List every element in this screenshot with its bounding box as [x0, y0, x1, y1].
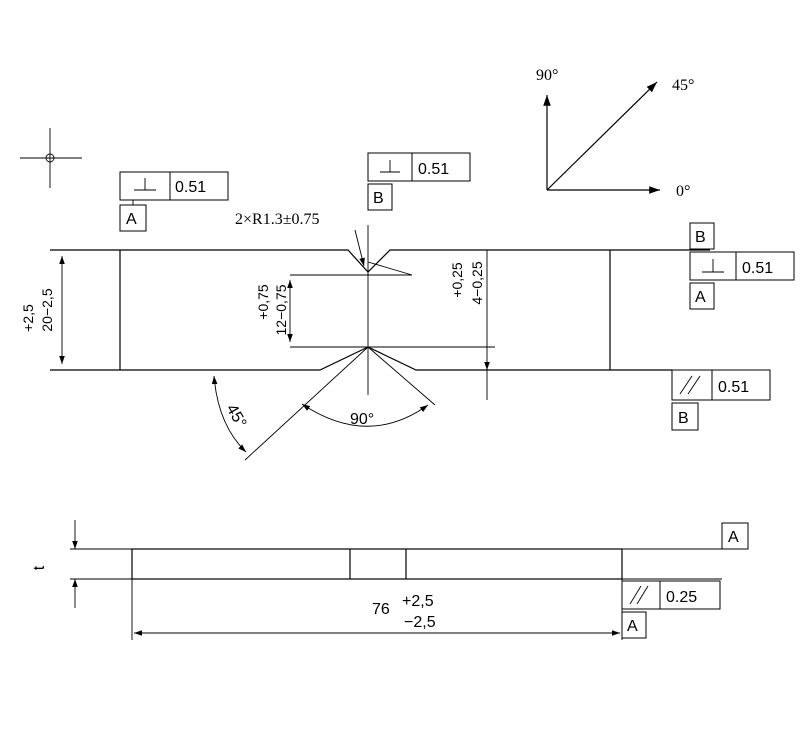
gdt-perp-b-notch: 0.51 B: [367, 152, 471, 211]
gdt-perp-a-top: 0.51 A: [119, 171, 229, 232]
label-90-deg: 90°: [536, 67, 558, 84]
gdt-parallel-b: 0.51 B: [671, 369, 771, 431]
perp-b-notch-tolerance: 0.51: [418, 161, 449, 178]
datum-a-side-label: A: [728, 529, 739, 546]
length-minus-label: −2,5: [404, 614, 436, 631]
notch-offset-base-label: 4−0,25: [469, 261, 485, 304]
crosshair-icon: [20, 128, 82, 188]
notch-offset-dimension: +0,25 4−0,25: [449, 250, 490, 400]
parallel-b-datum: B: [678, 410, 689, 427]
gdt-parallel-a: 0.25 A: [621, 580, 721, 639]
notch-offset-tol-label: +0,25: [449, 262, 465, 298]
parallel-a-tolerance: 0.25: [666, 589, 697, 606]
angle-90-label: 90°: [350, 411, 374, 428]
parallel-b-tolerance: 0.51: [718, 379, 749, 396]
perp-right-tolerance: 0.51: [742, 260, 773, 277]
angle-45-dimension: 45°: [211, 375, 250, 453]
label-0-deg: 0°: [676, 183, 690, 200]
perp-b-notch-datum: B: [373, 190, 384, 207]
notch-depth-tol-label: +0,75: [255, 284, 271, 320]
angle-90-dimension: 90°: [301, 403, 429, 428]
width-tol-label: +2,5: [20, 304, 36, 332]
label-45-deg: 45°: [672, 77, 694, 94]
notch-depth-base-label: 12−0,75: [273, 284, 289, 335]
width-base-label: 20−2,5: [39, 288, 55, 331]
gdt-datum-a-side: A: [721, 522, 749, 550]
perp-right-datum-top: B: [695, 229, 706, 246]
thickness-dimension: t: [31, 520, 78, 608]
angle-45-label: 45°: [223, 402, 250, 431]
gdt-perp-right: B 0.51 A: [689, 222, 795, 310]
notch-radius-callout: 2×R1.3±0.75: [235, 211, 365, 267]
orientation-diagram: 90° 45° 0°: [536, 67, 694, 200]
perp-right-datum: A: [695, 289, 706, 306]
perp-a-top-tolerance: 0.51: [175, 179, 206, 196]
width-dimension: +2,5 20−2,5: [20, 256, 65, 364]
length-dimension: 76 +2,5 −2,5: [134, 593, 620, 636]
notch-depth-dimension: +0,75 12−0,75: [255, 280, 293, 342]
thickness-label: t: [31, 565, 48, 570]
specimen-top-view: [50, 225, 710, 461]
length-plus-label: +2,5: [402, 593, 434, 610]
length-base-label: 76: [372, 601, 390, 618]
notch-radius-label: 2×R1.3±0.75: [235, 211, 319, 228]
perp-a-top-datum: A: [126, 211, 137, 228]
parallel-a-datum: A: [627, 618, 638, 635]
